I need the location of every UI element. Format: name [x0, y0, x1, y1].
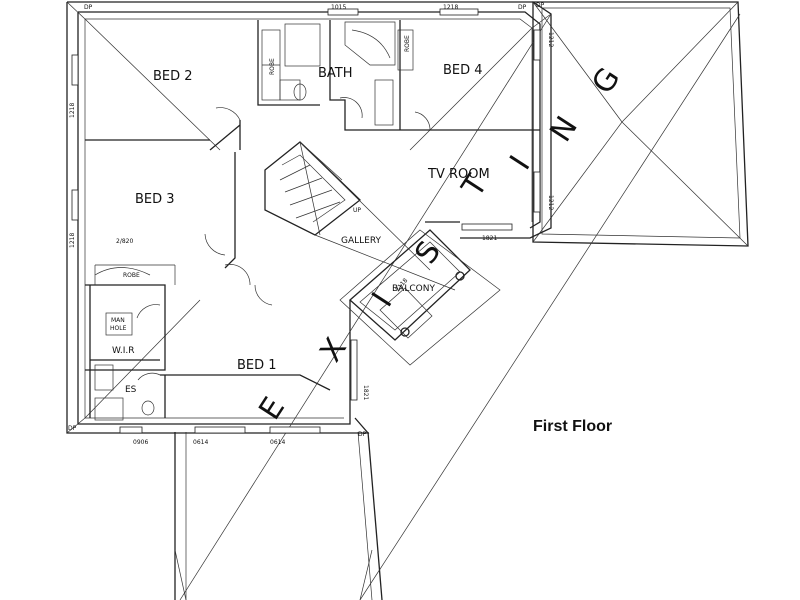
room-label-bed2: BED 2: [153, 69, 193, 84]
windows: [71, 8, 541, 434]
dim-right-1212-a: 1212: [547, 32, 554, 47]
dim-tv-1821: 1821: [482, 235, 497, 242]
man-hole-label-2: HOLE: [110, 325, 127, 332]
dp-top-right-2: DP: [536, 2, 545, 9]
room-label-tv-room: TV ROOM: [427, 167, 490, 182]
dim-right-1821: 1821: [362, 385, 369, 400]
balcony-outline: [339, 221, 501, 366]
existing-roof-right: [532, 1, 749, 247]
dp-bottom-left: DP: [68, 425, 77, 432]
dp-bottom-right: DP: [358, 431, 367, 438]
dp-top-right: DP: [518, 4, 527, 11]
robes: [261, 29, 414, 101]
stair-up-label: UP: [353, 207, 361, 214]
dim-right-1212-b: 1212: [547, 195, 554, 210]
room-label-bath: BATH: [318, 66, 353, 81]
dim-bottom-0614-b: 0614: [270, 439, 285, 446]
stair: [264, 141, 456, 291]
existing-letter-s: S: [408, 235, 448, 270]
dim-left-1218-b: 1218: [69, 233, 76, 248]
room-label-balcony: BALCONY: [392, 284, 435, 294]
robe-label-bed3: ROBE: [123, 272, 140, 279]
room-label-bed4: BED 4: [443, 63, 483, 78]
dim-left-1218-a: 1218: [69, 103, 76, 118]
existing-label: E X I S T I N G: [252, 62, 627, 427]
room-label-bed3: BED 3: [135, 192, 175, 207]
existing-letter-e: E: [252, 391, 292, 426]
dim-top-1218: 1218: [443, 4, 458, 11]
room-label-es: ES: [125, 385, 137, 395]
room-label-gallery: GALLERY: [341, 236, 382, 246]
robe-label-bath-right: ROBE: [404, 35, 411, 52]
interior-walls: [85, 20, 540, 418]
existing-roof-bottom: [174, 431, 383, 600]
robe-label-bath-left: ROBE: [269, 58, 276, 75]
dp-top-left: DP: [84, 4, 93, 11]
man-hole-label-1: MAN: [111, 317, 125, 324]
existing-letter-x: X: [313, 332, 354, 368]
room-label-wir: W.I.R: [112, 346, 135, 356]
dimension-labels: 1015 1218 1218 1218 1212 1212 1821 1821 …: [69, 4, 554, 446]
room-labels: BED 2 BATH BED 4 TV ROOM BED 3 GALLERY B…: [110, 35, 490, 395]
door-label-2820: 2/820: [116, 238, 133, 245]
existing-letter-g: G: [585, 62, 627, 101]
existing-letter-n: N: [543, 110, 585, 148]
dim-bottom-0906: 0906: [133, 439, 148, 446]
room-label-bed1: BED 1: [237, 358, 277, 373]
page-title: First Floor: [533, 418, 612, 435]
dim-top-1015: 1015: [331, 4, 346, 11]
bath-fixtures: [94, 21, 396, 421]
dim-bottom-0614-a: 0614: [193, 439, 208, 446]
door-swings: [94, 97, 431, 381]
corner-markers: DP DP DP DP DP: [68, 2, 545, 438]
